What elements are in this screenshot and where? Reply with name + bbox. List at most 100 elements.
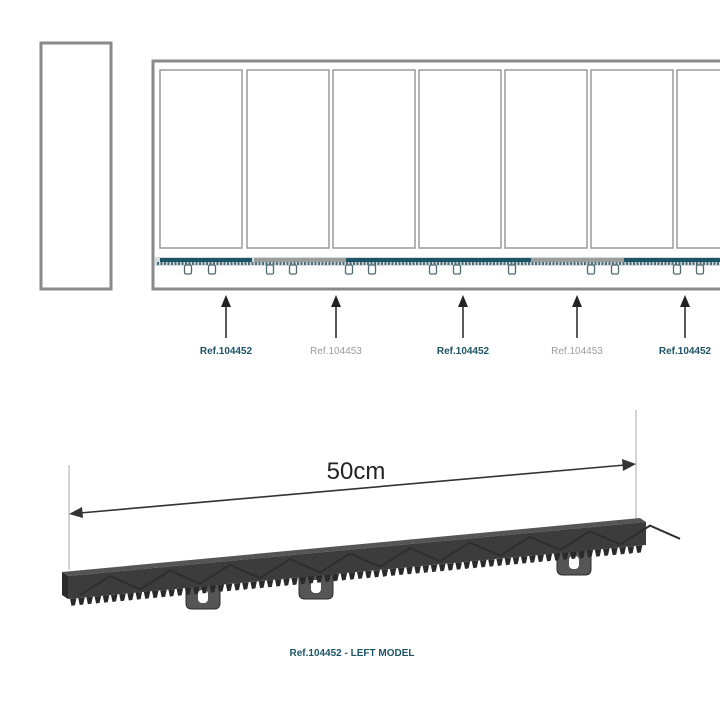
rack-tooth (135, 592, 143, 600)
rack-strip-tooth (206, 262, 208, 265)
rack-rib (79, 574, 141, 596)
rack-strip-tooth (472, 262, 474, 265)
rack-strip-clip (265, 264, 275, 275)
caption: Ref.104452 - LEFT MODEL (289, 648, 414, 659)
rack-strip-tooth (209, 262, 212, 265)
rack-tooth (488, 559, 495, 567)
gate-panel (246, 69, 330, 249)
rack-strip-tooth (171, 262, 173, 265)
rack-strip-tooth (181, 262, 184, 265)
rack-tooth (283, 578, 290, 586)
rack-strip-tooth (612, 262, 614, 265)
rack-strip-tooth (570, 262, 572, 265)
rack-strip-tooth (423, 262, 425, 265)
rack-strip-tooth (608, 262, 611, 265)
rack-strip-tooth (601, 262, 604, 265)
rack-tooth (512, 556, 520, 565)
rack-strip-tooth (514, 262, 516, 265)
rack-strip-tooth (391, 262, 394, 265)
rack-strip-tooth (503, 262, 506, 265)
rack-strip-tooth (549, 262, 551, 265)
rack-reinforcement-ribs (79, 524, 681, 596)
rack-strip-tooth (227, 262, 229, 265)
rack-tooth (611, 547, 618, 556)
rack-tooth (94, 595, 102, 604)
rack-tooth (275, 579, 282, 587)
rack-strip-tooth (486, 262, 488, 265)
rack-tooth (496, 558, 503, 566)
rack-strip-tooth (542, 262, 544, 265)
rack-strip-tooth (283, 262, 285, 265)
rack-strip-tooth (535, 262, 537, 265)
rack-rib (559, 530, 621, 551)
rack-strip-tooth (258, 262, 261, 265)
rack-strip-tooth (251, 262, 254, 265)
rack-strip-tooth (461, 262, 464, 265)
rack-strip-tooth (402, 262, 404, 265)
rack-strip-tooth (178, 262, 180, 265)
rack-strip-tooth (475, 262, 478, 265)
rack-tooth (471, 560, 479, 569)
rack-strip-tooth (353, 262, 355, 265)
rack-strip-tooth (349, 262, 352, 265)
rack-strip-tooth (202, 262, 205, 265)
rack-body (62, 518, 646, 599)
reference-arrow-head (458, 295, 468, 307)
mounting-tab-slot (569, 556, 579, 569)
rack-strip-tooth (528, 262, 530, 265)
rack-strip-tooth (636, 262, 639, 265)
rack-strip-tooth (297, 262, 299, 265)
rack-strip-tooth (367, 262, 369, 265)
rack-tooth (168, 589, 175, 597)
rack-top-face (62, 518, 646, 576)
rack-strip-tooth (671, 262, 674, 265)
rack-tooth (225, 583, 233, 592)
rack-strip-tooth (507, 262, 509, 265)
rack-tooth (447, 562, 454, 571)
rack-strip-tooth (713, 262, 716, 265)
rack-strip-tooth (689, 262, 691, 265)
rack-strip-tooth (482, 262, 485, 265)
rack-tooth (209, 585, 216, 593)
rack-strip-tooth (395, 262, 397, 265)
rack-strip-tooth (293, 262, 296, 265)
rack-rib (379, 546, 441, 568)
rack-strip-tooth (199, 262, 201, 265)
rack-tooth (324, 574, 331, 583)
rack-strip-tooth (335, 262, 338, 265)
reference-labels: Ref.104452 Ref.104453 Ref.104452 Ref.104… (200, 346, 712, 357)
gate-illustration: Ref.104452 Ref.104453 Ref.104452 Ref.104… (39, 41, 720, 357)
rack-strip-clip (428, 264, 438, 275)
rack-strip-tooth (594, 262, 597, 265)
rack-tooth (102, 595, 110, 603)
gate-panel (590, 69, 674, 249)
rack-tooth (586, 549, 594, 558)
rack-tooth (266, 579, 274, 588)
rack-strip-tooth (692, 262, 695, 265)
rack-strip-tooth (626, 262, 628, 265)
rack-strip-tooth (675, 262, 677, 265)
rack-strip-tooth (580, 262, 583, 265)
rack-strip-clip (207, 264, 217, 275)
rack-tooth (521, 556, 528, 564)
rack-tooth (529, 555, 536, 563)
rack-strip-tooth (304, 262, 306, 265)
rack-strip-tooth (192, 262, 194, 265)
rack-tooth (365, 570, 372, 579)
rack-strip-tooth (405, 262, 408, 265)
reference-arrow-head (331, 295, 341, 307)
mounting-tab-slot (198, 590, 208, 603)
rack-strip-clip (288, 264, 298, 275)
reference-arrows (221, 295, 690, 338)
rack-tooth (480, 559, 487, 568)
rack-strip-tooth (433, 262, 436, 265)
rack-strip-tooth (321, 262, 324, 265)
rack-strip-tooth (458, 262, 460, 265)
rack-strip-tooth (412, 262, 415, 265)
rack-tooth (217, 584, 225, 593)
rack-strip-tooth (661, 262, 663, 265)
rack-tooth (176, 588, 184, 596)
rack-tooth (316, 575, 323, 583)
rack-tooth (603, 548, 610, 557)
gate-panels (159, 69, 720, 249)
